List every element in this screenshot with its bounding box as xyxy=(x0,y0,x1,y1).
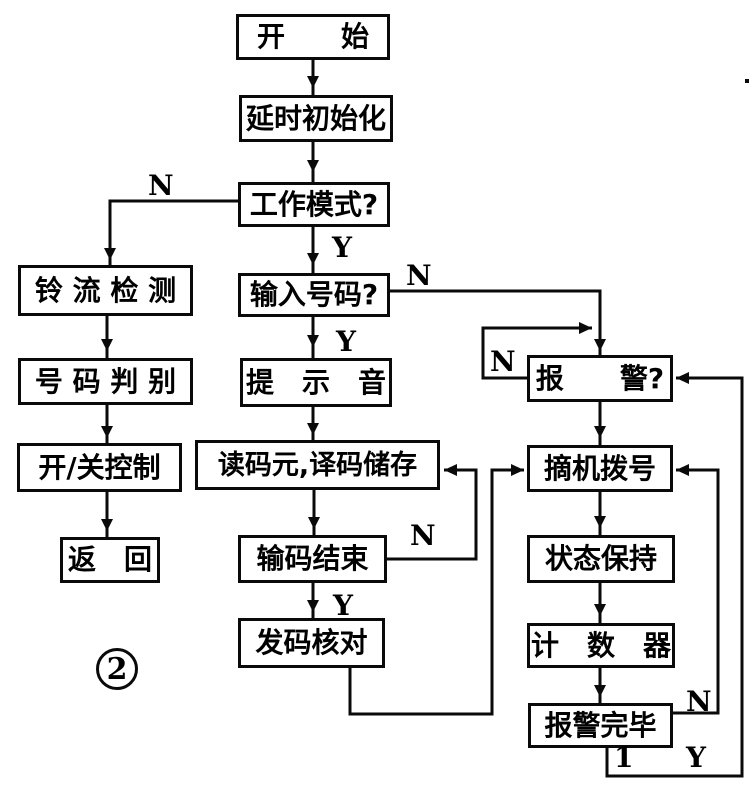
node-input-end: 输码结束 xyxy=(238,535,387,583)
node-return: 返 回 xyxy=(60,537,160,583)
node-alarm-question: 报 警? xyxy=(527,355,673,402)
branch-label-n-input-number: N xyxy=(406,259,432,292)
branch-label-connector-one: 1 xyxy=(614,741,634,774)
scan-speckle xyxy=(745,79,749,83)
node-number-judge: 号 码 判 别 xyxy=(18,358,193,405)
node-counter: 计 数 器 xyxy=(527,623,675,668)
branch-label-n-input-end: N xyxy=(410,519,436,552)
node-input-number: 输入号码? xyxy=(238,273,390,317)
node-prompt-tone: 提 示 音 xyxy=(240,358,392,407)
node-send-check: 发码核对 xyxy=(238,618,385,668)
node-start: 开 始 xyxy=(236,14,390,60)
node-read-code: 读码元,译码储存 xyxy=(195,440,440,490)
branch-label-n-work-mode: N xyxy=(148,169,174,202)
node-offhook-dial: 摘机拨号 xyxy=(527,445,673,492)
branch-label-y-alarm-done: Y xyxy=(686,741,706,774)
arrowheads xyxy=(101,76,689,697)
branch-label-y-input-end: Y xyxy=(333,589,353,622)
branch-label-n-alarm: N xyxy=(490,345,516,378)
node-alarm-done: 报警完毕 xyxy=(528,703,673,748)
node-on-off-control: 开/关控制 xyxy=(17,443,182,492)
branch-label-y-work-mode: Y xyxy=(332,231,352,264)
node-delay-init: 延时初始化 xyxy=(239,95,393,142)
node-ring-detect: 铃 流 检 测 xyxy=(18,265,193,316)
node-work-mode: 工作模式? xyxy=(238,182,390,227)
node-state-hold: 状态保持 xyxy=(527,535,675,583)
branch-label-n-alarm-done: N xyxy=(686,685,712,718)
branch-label-y-input-number: Y xyxy=(336,325,356,358)
figure-number-circle: 2 xyxy=(96,648,138,690)
figure-number: 2 xyxy=(106,651,128,687)
